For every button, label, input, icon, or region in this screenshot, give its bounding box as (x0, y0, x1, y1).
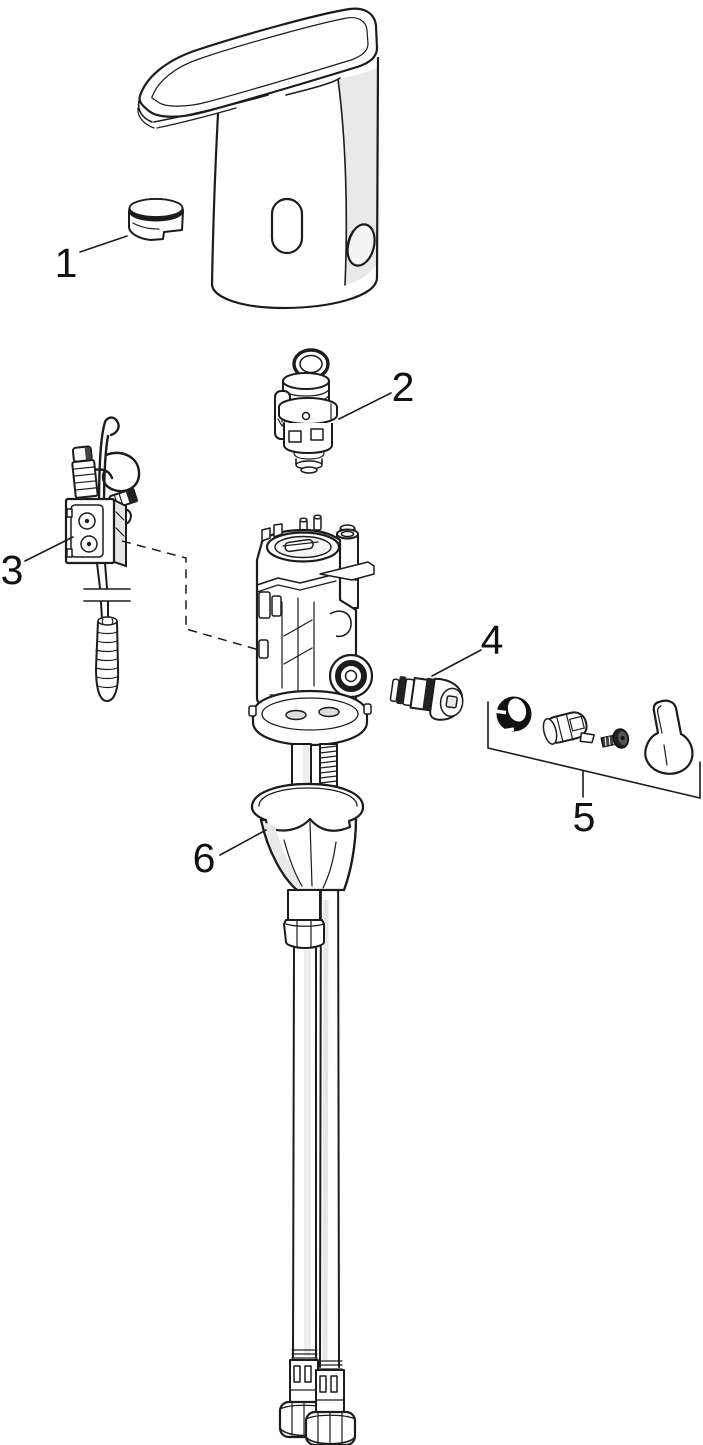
spout-outlet (346, 223, 376, 267)
part-5-fixing-set-drawing (493, 696, 694, 775)
part-3-control-unit-drawing (64, 416, 141, 702)
part-label-5: 5 (573, 794, 596, 840)
leader-line-2 (338, 392, 392, 420)
knob (644, 699, 694, 775)
part-label-6: 6 (193, 835, 216, 881)
clip-sleeve (542, 711, 595, 745)
leader-line-4 (431, 649, 482, 677)
leader-line-1 (79, 235, 128, 253)
part-label-3: 3 (1, 547, 24, 593)
part-label-1: 1 (55, 240, 78, 286)
leader-line-6 (219, 829, 267, 856)
part-label-2: 2 (392, 364, 415, 410)
valve-body-drawing (248, 514, 375, 795)
part-4-valve-cartridge-drawing (389, 676, 464, 721)
part-6-support-cone-drawing (250, 782, 365, 949)
supply-hoses-drawing (292, 819, 340, 1368)
screw (600, 728, 630, 749)
spout-top-face (138, 7, 379, 118)
part-2-solenoid-valve-drawing (274, 348, 338, 474)
sensor-window (270, 197, 304, 255)
retaining-ring (493, 696, 532, 733)
part-label-4: 4 (481, 617, 504, 663)
bracket-line-5 (487, 701, 701, 800)
assembly-reference-dashed-line (121, 540, 267, 653)
part-1-aerator-drawing (128, 198, 184, 241)
faucet-body-drawing (137, 7, 380, 310)
hose-end-fittings-drawing (278, 1349, 357, 1445)
leader-line-3 (24, 536, 74, 562)
